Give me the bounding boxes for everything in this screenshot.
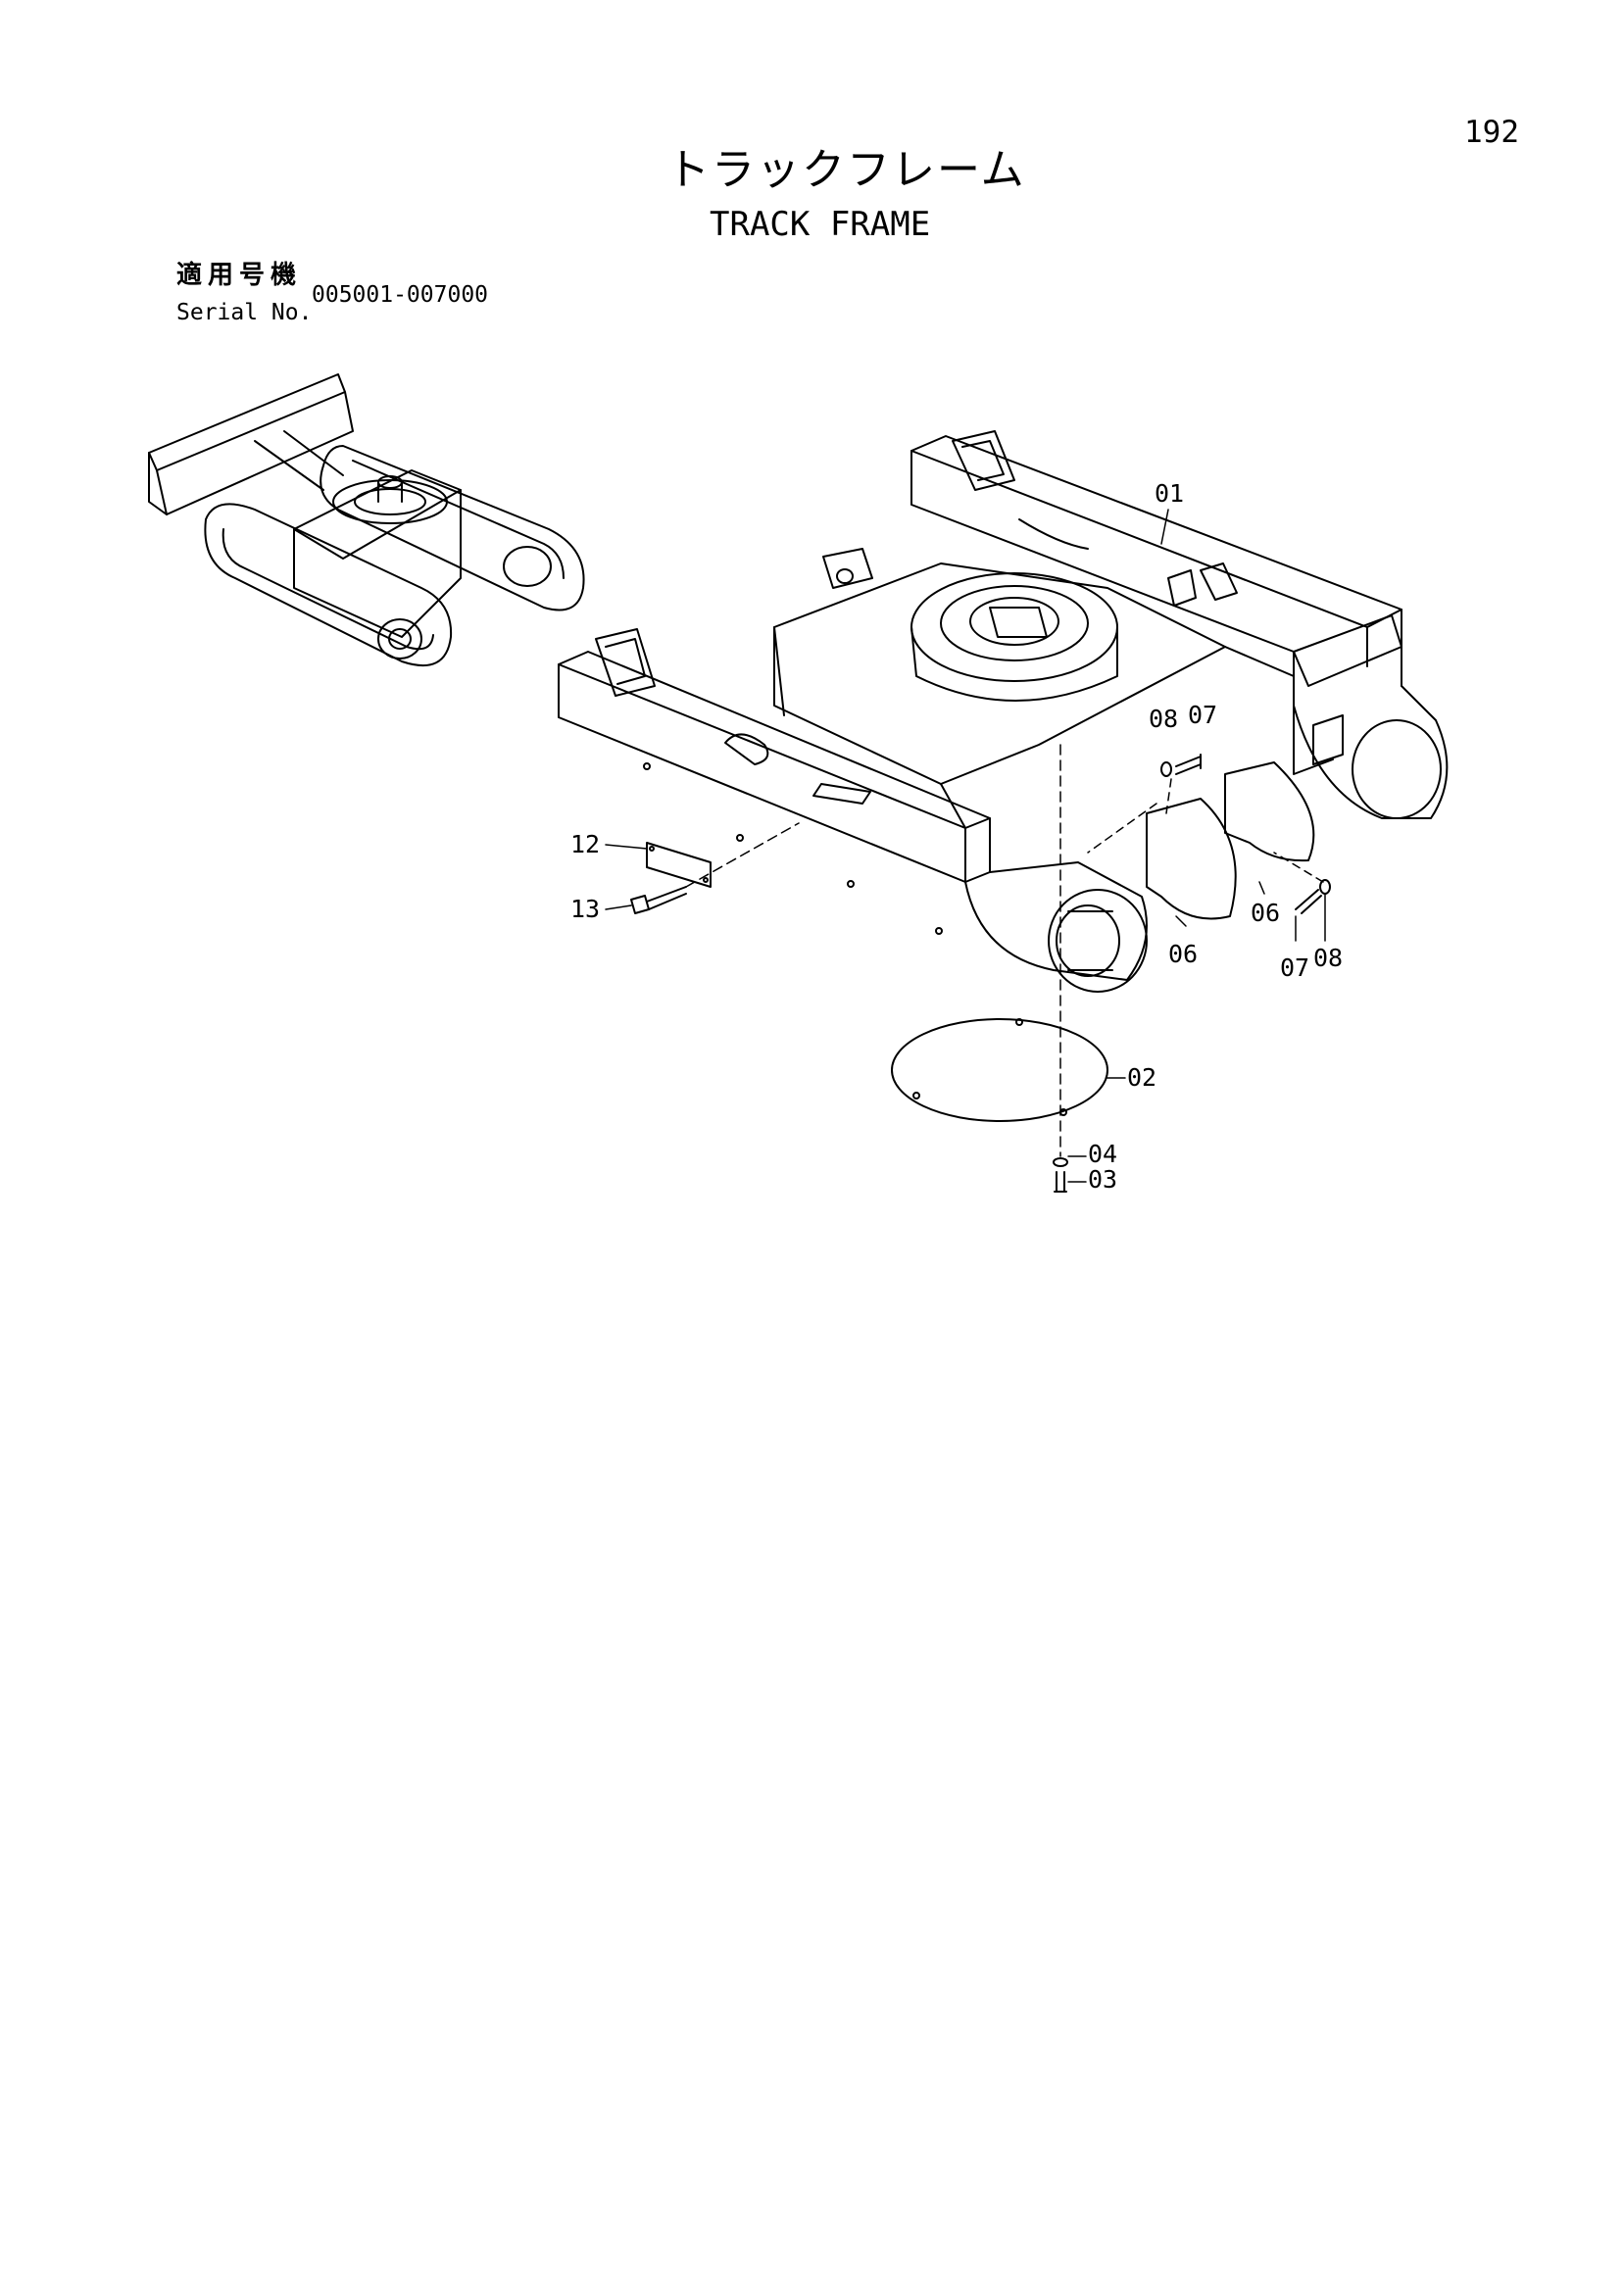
callout-02: 02	[1127, 1063, 1156, 1092]
serial-label-english: Serial No.	[176, 300, 313, 325]
callout-07-lower: 07	[1280, 953, 1309, 982]
side-cover-plate-left	[1146, 798, 1237, 920]
callout-06-right: 06	[1251, 899, 1280, 927]
callout-04: 04	[1088, 1140, 1117, 1168]
callout-13: 13	[570, 895, 600, 923]
track-frame-main-illustration	[558, 430, 1449, 993]
bolt-13	[630, 886, 687, 914]
callout-01: 01	[1155, 479, 1184, 508]
callout-06-left: 06	[1168, 940, 1198, 968]
page-title-japanese: トラックフレーム	[666, 145, 1026, 195]
name-plate	[646, 842, 712, 888]
assembly-leader-lines	[605, 509, 1326, 1183]
serial-number-range: 005001-007000	[312, 282, 489, 308]
callout-03: 03	[1088, 1165, 1117, 1194]
bottom-cover-plate	[891, 1018, 1108, 1122]
page-number: 192	[1464, 115, 1519, 150]
page-title-english: TRACK FRAME	[710, 205, 931, 244]
callout-08-lower: 08	[1313, 944, 1343, 972]
callout-07-upper: 07	[1188, 701, 1217, 729]
side-cover-plate-right	[1224, 761, 1315, 862]
callout-08-upper: 08	[1149, 705, 1178, 733]
serial-label-japanese: 適用号機	[176, 261, 303, 290]
undercarriage-overview-illustration	[148, 373, 585, 666]
bolt-washer-upper	[1160, 754, 1202, 777]
callout-12: 12	[570, 830, 600, 858]
bolt-washer-bottom	[1053, 1157, 1068, 1193]
